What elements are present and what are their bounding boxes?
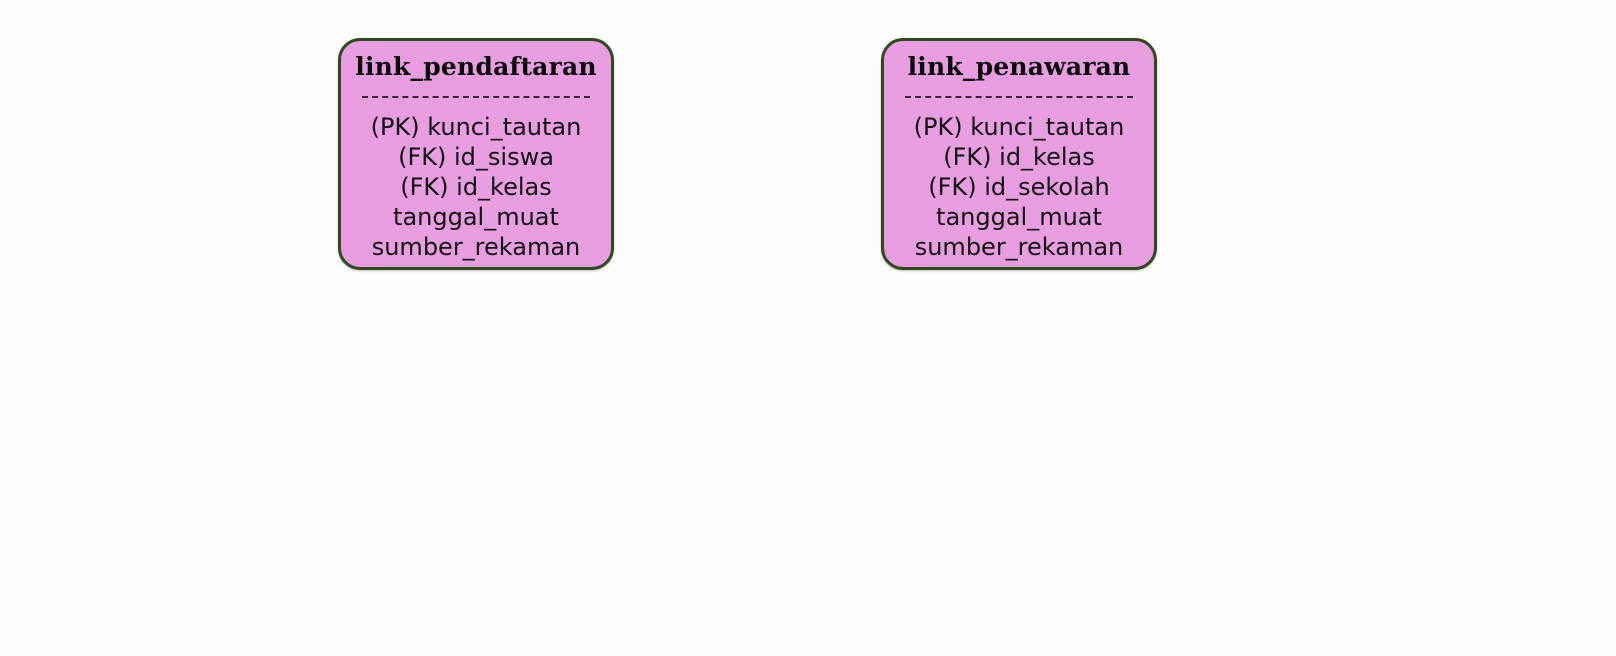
entity-field: (FK) id_siswa (398, 142, 554, 171)
entity-field: tanggal_muat (936, 202, 1102, 231)
entity-field: sumber_rekaman (371, 232, 581, 261)
entity-box-link_penawaran[interactable]: link_penawaran (PK) kunci_tautan(FK) id_k… (881, 38, 1157, 270)
entity-field-list: (PK) kunci_tautan(FK) id_siswa(FK) id_ke… (341, 112, 611, 262)
entity-field: (FK) id_sekolah (928, 172, 1110, 201)
entity-field: (FK) id_kelas (943, 142, 1095, 171)
entity-field: (PK) kunci_tautan (370, 112, 582, 141)
entity-divider (362, 95, 590, 98)
entity-divider (905, 95, 1133, 98)
entity-title: link_penawaran (907, 52, 1131, 81)
entity-field: sumber_rekaman (914, 232, 1124, 261)
entity-title: link_pendaftaran (355, 52, 597, 81)
entity-field: tanggal_muat (393, 202, 559, 231)
entity-field-list: (PK) kunci_tautan(FK) id_kelas(FK) id_se… (884, 112, 1154, 262)
entity-field: (PK) kunci_tautan (913, 112, 1125, 141)
entity-field: (FK) id_kelas (400, 172, 552, 201)
entity-box-link_pendaftaran[interactable]: link_pendaftaran(PK) kunci_tautan(FK) id… (338, 38, 614, 270)
